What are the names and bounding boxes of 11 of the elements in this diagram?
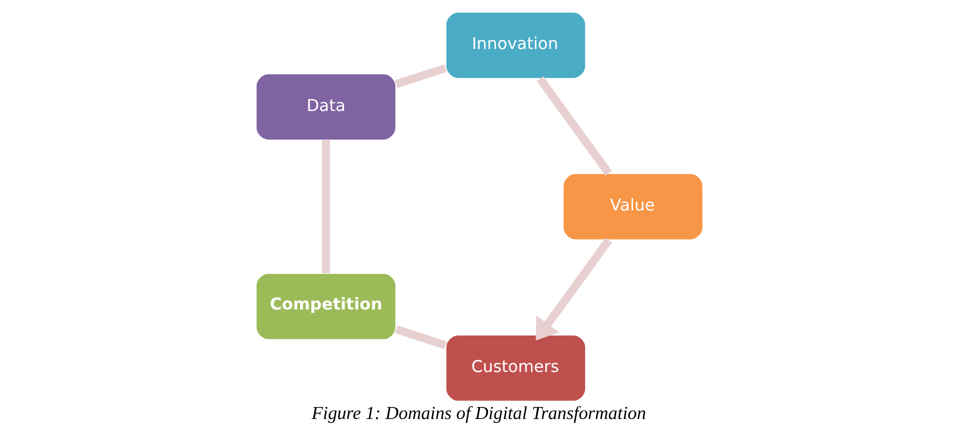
connector [536,76,612,176]
connector [394,325,446,350]
connector [321,140,330,274]
connector [394,64,446,88]
node-box: Competition [255,272,396,340]
node-box: Customers [444,334,586,402]
node-box: Value [562,173,703,240]
node-box: Data [255,73,396,141]
arrow [535,238,612,340]
node-box: Innovation [444,12,586,79]
caption: Figure 1: Domains of Digital Transformation [311,403,646,424]
